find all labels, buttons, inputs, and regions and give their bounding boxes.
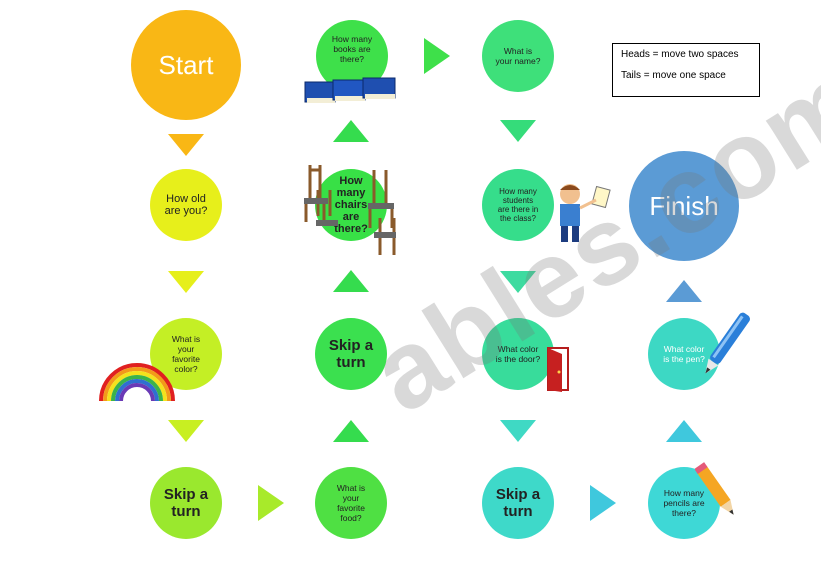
door-question: What color is the door? <box>495 344 541 364</box>
age-question: How old are you? <box>164 193 208 217</box>
arrow-down-icon <box>500 271 536 293</box>
arrow-up-icon <box>666 420 702 442</box>
arrow-up-icon <box>333 270 369 292</box>
door-icon <box>547 347 569 392</box>
rules-legend: Heads = move two spaces Tails = move one… <box>612 43 760 97</box>
name-circle: What is your name? <box>482 20 554 92</box>
arrow-up-icon <box>333 420 369 442</box>
pen-icon <box>705 312 750 374</box>
age-circle: How old are you? <box>150 169 222 241</box>
food-circle: What is your favorite food? <box>315 467 387 539</box>
pen-circle: What color is the pen? <box>648 318 720 390</box>
pencils-question: How many pencils are there? <box>663 488 705 518</box>
arrow-up-icon <box>333 120 369 142</box>
arrow-up-icon <box>666 280 702 302</box>
finish-label: Finish <box>649 190 719 221</box>
arrow-down-icon <box>168 134 204 156</box>
fav-color-question: What is your favorite color? <box>171 334 201 374</box>
skip-turn-circle-3: Skip a turn <box>482 467 554 539</box>
arrow-right-icon <box>424 38 450 74</box>
student-icon <box>560 184 611 242</box>
food-question: What is your favorite food? <box>336 483 366 523</box>
skip-turn-label-3: Skip a turn <box>495 486 541 520</box>
arrow-down-icon <box>500 120 536 142</box>
students-circle: How many students are there in the class… <box>482 169 554 241</box>
arrow-right-icon <box>258 485 284 521</box>
skip-turn-label-2: Skip a turn <box>163 486 209 520</box>
arrow-down-icon <box>168 271 204 293</box>
arrow-down-icon <box>500 420 536 442</box>
legend-tails: Tails = move one space <box>621 70 726 81</box>
chairs-circle: How many chairs are there? <box>315 169 387 241</box>
arrow-right-icon <box>590 485 616 521</box>
arrow-down-icon <box>168 420 204 442</box>
finish-circle: Finish <box>629 151 739 261</box>
start-label: Start <box>158 49 214 80</box>
start-circle: Start <box>131 10 241 120</box>
skip-turn-label-1: Skip a turn <box>328 337 374 371</box>
pencil-icon <box>695 462 734 515</box>
legend-heads: Heads = move two spaces <box>621 49 739 60</box>
door-circle: What color is the door? <box>482 318 554 390</box>
skip-turn-circle-2: Skip a turn <box>150 467 222 539</box>
rainbow-icon <box>99 363 175 402</box>
chairs-icon <box>304 165 396 255</box>
pen-question: What color is the pen? <box>663 344 705 364</box>
skip-turn-circle-1: Skip a turn <box>315 318 387 390</box>
chairs-question: How many chairs are there? <box>334 174 368 236</box>
name-question: What is your name? <box>495 46 541 66</box>
students-question: How many students are there in the class… <box>497 187 539 223</box>
books-question: How many books are there? <box>331 34 373 64</box>
books-icon <box>304 77 396 103</box>
